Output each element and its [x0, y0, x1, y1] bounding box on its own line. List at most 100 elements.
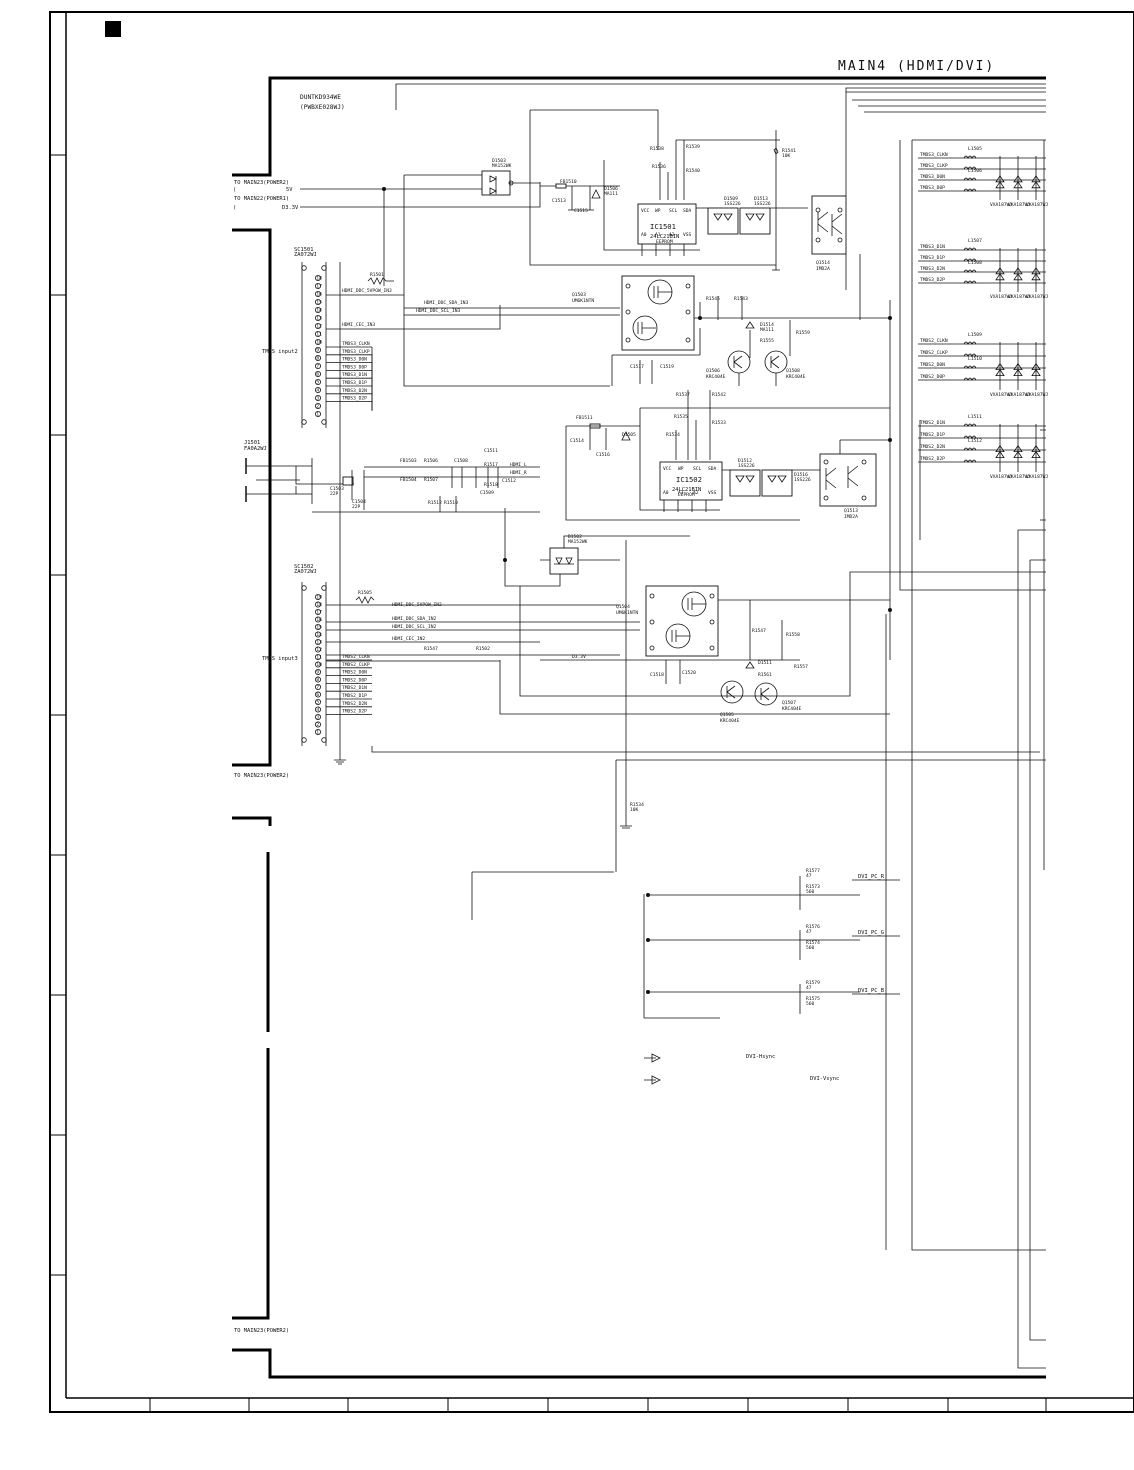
tmds-net-label: TMDS2_CLKP [342, 662, 370, 668]
svg-text:D1509: D1509 [724, 196, 738, 202]
tmds-net-label: TMDS3_D1N [342, 372, 367, 378]
connector-pin [314, 706, 321, 713]
svg-text:D1506: D1506 [604, 186, 618, 192]
q1506-q1508-area: R1545 R1543 D1514 MA111 R1555 R1559 Q150… [706, 296, 810, 386]
tmds-net-label: TMDS3_D2P [342, 396, 367, 402]
pin-number: 17 [316, 284, 322, 290]
svg-text:EEPROM: EEPROM [656, 239, 673, 245]
choke-label: L1510 [968, 356, 982, 362]
connector-pin [314, 402, 321, 409]
bus-lines [395, 83, 1046, 1369]
svg-text:D1514: D1514 [760, 322, 774, 328]
connector-pin [314, 624, 321, 631]
svg-text:R1505: R1505 [358, 590, 372, 596]
ic-pin-label: SCL [669, 208, 678, 214]
svg-text:MA111: MA111 [604, 191, 618, 197]
svg-text:D1516: D1516 [794, 472, 808, 478]
svg-text:10K: 10K [630, 807, 639, 813]
connector-pin [314, 314, 321, 321]
svg-text:R1533: R1533 [712, 420, 726, 426]
pin-number: 13 [316, 316, 322, 322]
pin-number: 7 [316, 685, 319, 691]
svg-text:R1573: R1573 [806, 884, 820, 890]
svg-text:C1517: C1517 [630, 364, 644, 370]
tmds-right-top-b: TMDS3_D1NTMDS3_D1PTMDS3_D2NTMDS3_D2PL150… [918, 238, 1048, 300]
svg-text:R1537: R1537 [676, 392, 690, 398]
svg-text:HDMI_DDC_SDA_IN3: HDMI_DDC_SDA_IN3 [424, 300, 468, 306]
r1534-bottom: R1534 10K [620, 800, 644, 829]
q1513-area: Q1513 IMD2A [819, 300, 892, 660]
svg-text:Q1506: Q1506 [706, 368, 720, 374]
corner-marker [105, 21, 121, 37]
svg-text:UM6K1NTN: UM6K1NTN [616, 610, 638, 616]
tmds-net-label: TMDS3_D2N [342, 388, 367, 394]
connector-pin [314, 306, 321, 313]
svg-text:C1503: C1503 [330, 486, 344, 492]
svg-text:Q1503: Q1503 [572, 292, 586, 298]
svg-text:R1545: R1545 [706, 296, 720, 302]
svg-text:C1509: C1509 [480, 490, 494, 496]
pin-number: 6 [316, 372, 319, 378]
svg-text:Q1508: Q1508 [786, 368, 800, 374]
tmds-right-label: TMDS2_CLKN [920, 338, 948, 344]
svg-text:Q1513: Q1513 [844, 508, 858, 514]
ic-pin-label: SDA [683, 208, 692, 214]
power-rails [300, 174, 610, 387]
ic1502-ref: IC1502 [676, 475, 702, 484]
svg-text:1SS226: 1SS226 [794, 477, 811, 483]
connector-pin [314, 362, 321, 369]
sc1502-connector: SC1502 ZA072WJ 1918171615141312111098765… [262, 262, 372, 765]
tmds-right-label: TMDS2_D1P [920, 432, 945, 438]
tmds-right-label: TMDS3_D2N [920, 266, 945, 272]
svg-text:HDMI_R: HDMI_R [510, 470, 527, 476]
pin-number: 13 [316, 640, 322, 646]
svg-text:R1575: R1575 [806, 996, 820, 1002]
esd-part: VXA187WJ [990, 294, 1012, 300]
dvi-pc-r-label: DVI_PC_R [858, 874, 885, 880]
svg-text:FA0A2WJ: FA0A2WJ [244, 446, 267, 452]
svg-text:KRC404E: KRC404E [786, 374, 806, 380]
tmds-right-label: TMDS2_D0N [920, 362, 945, 368]
connector-pin [314, 594, 321, 601]
svg-text:Q1507: Q1507 [782, 700, 796, 706]
ic1501-block: FB1510 C1513 C1515 D1506 MA111 R1538 R15… [529, 109, 808, 266]
svg-text:R1574: R1574 [806, 940, 820, 946]
connector-pin [314, 616, 321, 623]
tmds-net-label: TMDS2_D2P [342, 709, 367, 715]
svg-text:IMD2A: IMD2A [816, 266, 830, 272]
hdmi-in3-nets: HDMI_DDC_5VPOW_IN3 HDMI_DDC_SDA_IN3 HDMI… [326, 272, 620, 330]
tmds-right-label: TMDS3_D1N [920, 244, 945, 250]
q1514-area: R1541 10K Q1514 IMD2A [772, 87, 1046, 320]
ic-pin-label: VSS [683, 232, 692, 238]
svg-text:R1501: R1501 [370, 272, 384, 278]
pin-number: 18 [316, 602, 322, 608]
ic-pin-label: VCC [663, 466, 672, 472]
ic-pin-label: A0 [663, 490, 669, 496]
pin-number: 9 [316, 670, 319, 676]
connector-pin [314, 714, 321, 721]
svg-text:1SS226: 1SS226 [724, 201, 741, 207]
ic-pin-label: WP [678, 466, 684, 472]
pin-number: 10 [316, 662, 322, 668]
connector-pin [314, 330, 321, 337]
choke-label: L1506 [968, 168, 982, 174]
choke-label: L1507 [968, 238, 982, 244]
tmds-right-label: TMDS3_D2P [920, 277, 945, 283]
connector-pin [314, 729, 321, 736]
connector-pin [314, 684, 321, 691]
svg-text:HDMI_CEC_IN2: HDMI_CEC_IN2 [392, 636, 425, 642]
esd-part: VXA187WJ [990, 474, 1012, 480]
svg-text:IMD2A: IMD2A [844, 514, 858, 520]
svg-text:R1576: R1576 [806, 924, 820, 930]
rail-5v-label: 5V [286, 187, 293, 193]
svg-text:R1579: R1579 [806, 980, 820, 986]
svg-text:D1503: D1503 [492, 158, 506, 164]
pin-number: 12 [316, 324, 322, 330]
esd-part: VXA187WJ [1008, 202, 1030, 208]
svg-text:HDMI_DDC_SCL_IN3: HDMI_DDC_SCL_IN3 [416, 308, 460, 314]
tmds-right-label: TMDS3_CLKP [920, 163, 948, 169]
tmds-net-label: TMDS3_CLKN [342, 341, 370, 347]
sc1501-group-label: TMDS input2 [262, 349, 298, 355]
pin-number: 15 [316, 300, 322, 306]
svg-text:R1502: R1502 [476, 646, 490, 652]
